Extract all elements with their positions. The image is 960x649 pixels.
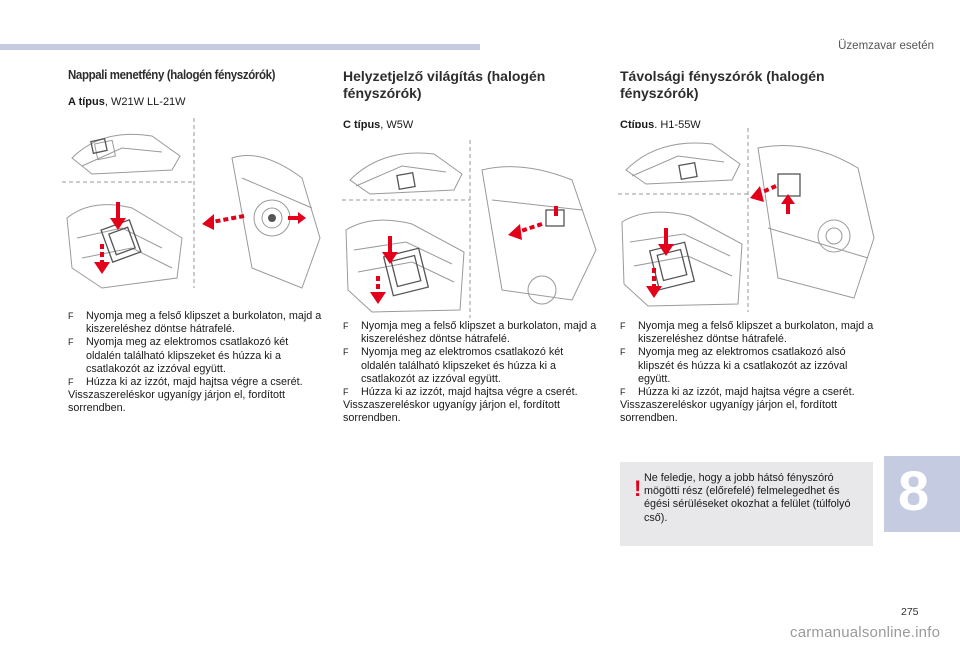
column-high-beam: Távolsági fényszórók (halogén fényszórók…: [620, 68, 880, 131]
bullet-icon: F: [620, 321, 626, 331]
bullet-icon: F: [343, 321, 349, 331]
instruction-step: F Nyomja meg az elektromos csatlakozó két…: [68, 336, 323, 376]
instruction-step: F Nyomja meg a felső klipszet a burkolato…: [620, 320, 876, 346]
step-text: Nyomja meg az elektromos csatlakozó alsó…: [638, 346, 848, 385]
chapter-number: 8: [898, 459, 930, 522]
bulb-type-label: C típus: [343, 119, 381, 131]
bulb-type-value: , W5W: [380, 119, 414, 131]
instructions-daytime-lights: F Nyomja meg a felső klipszet a burkolato…: [68, 310, 323, 416]
illustration-position-light-replacement: [342, 140, 600, 318]
bullet-icon: F: [68, 311, 74, 321]
bulb-type: A típus, W21W LL-21W: [68, 96, 328, 108]
section-heading: Távolsági fényszórók (halogén fényszórók…: [620, 68, 825, 101]
step-text: Nyomja meg az elektromos csatlakozó két …: [361, 346, 564, 385]
instructions-high-beam: F Nyomja meg a felső klipszet a burkolato…: [620, 320, 876, 426]
column-position-lights: Helyzetjelző világítás (halogén fényszór…: [343, 68, 603, 131]
step-text: Nyomja meg a felső klipszet a burkolaton…: [361, 320, 597, 346]
reassembly-note: Visszaszereléskor ugyanígy járjon el, fo…: [620, 399, 838, 425]
bullet-icon: F: [620, 387, 626, 398]
step-text: Húzza ki az izzót, majd hajtsa végre a c…: [638, 386, 855, 399]
bullet-icon: F: [343, 347, 349, 358]
bullet-icon: F: [68, 377, 74, 388]
section-heading: Helyzetjelző világítás (halogén fényszór…: [343, 68, 546, 101]
instruction-step: F Nyomja meg az elektromos csatlakozó két…: [343, 346, 599, 386]
bulb-type-label: A típus: [68, 96, 105, 108]
warning-note: ! Ne feledje, hogy a jobb hátsó fényszór…: [620, 462, 873, 546]
warning-exclamation-icon: !: [634, 476, 642, 501]
bullet-icon: F: [620, 347, 626, 358]
instruction-step: F Húzza ki az izzót, majd hajtsa végre a …: [343, 386, 599, 399]
illustration-daytime-light-replacement: [62, 118, 324, 308]
reassembly-note: Visszaszereléskor ugyanígy járjon el, fo…: [68, 389, 286, 415]
instruction-step: F Húzza ki az izzót, majd hajtsa végre a …: [620, 386, 876, 399]
column-daytime-lights: Nappali menetfény (halogén fényszórók) A…: [68, 68, 328, 108]
chapter-tab: 8: [884, 456, 960, 532]
page-number: 275: [901, 606, 919, 618]
step-text: Nyomja meg a felső klipszet a burkolaton…: [638, 320, 874, 346]
warning-text: Ne feledje, hogy a jobb hátsó fényszóró …: [644, 472, 851, 524]
bulb-type: C típus, W5W: [343, 119, 603, 131]
top-accent-bar: [0, 44, 480, 50]
bulb-type-value: , W21W LL-21W: [104, 96, 186, 108]
instruction-step: F Nyomja meg a felső klipszet a burkolato…: [343, 320, 599, 346]
instructions-position-lights: F Nyomja meg a felső klipszet a burkolato…: [343, 320, 599, 426]
illustration-high-beam-replacement: [618, 128, 876, 312]
step-text: Nyomja meg az elektromos csatlakozó két …: [86, 336, 289, 375]
step-text: Húzza ki az izzót, majd hajtsa végre a c…: [361, 386, 578, 399]
bullet-icon: F: [68, 337, 74, 348]
step-text: Húzza ki az izzót, majd hajtsa végre a c…: [86, 376, 303, 389]
instruction-step: F Húzza ki az izzót, majd hajtsa végre a …: [68, 376, 323, 389]
step-text: Nyomja meg a felső klipszet a burkolaton…: [86, 310, 322, 336]
watermark: carmanualsonline.info: [790, 624, 941, 641]
instruction-step: F Nyomja meg az elektromos csatlakozó als…: [620, 346, 876, 386]
bullet-icon: F: [343, 387, 349, 398]
section-title: Üzemzavar esetén: [838, 40, 934, 52]
section-heading: Nappali menetfény (halogén fényszórók): [68, 68, 276, 82]
instruction-step: F Nyomja meg a felső klipszet a burkolato…: [68, 310, 323, 336]
reassembly-note: Visszaszereléskor ugyanígy járjon el, fo…: [343, 399, 561, 425]
